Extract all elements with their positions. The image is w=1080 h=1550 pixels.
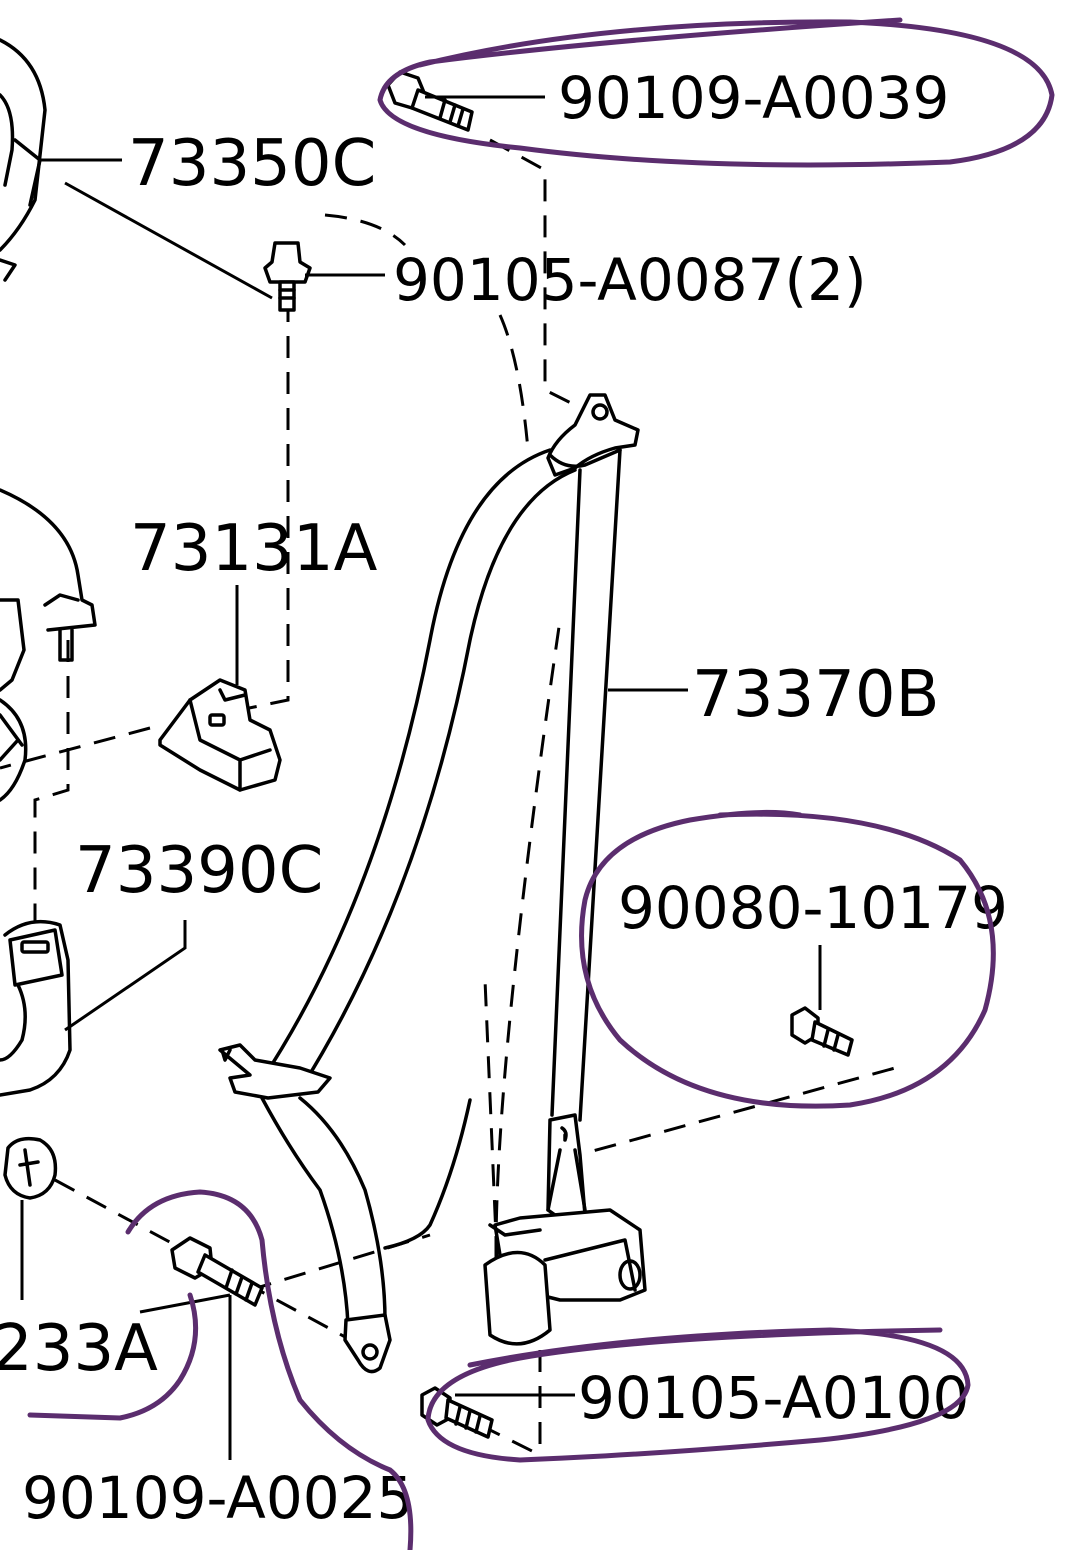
seat-side-hardware — [0, 488, 97, 802]
circle-mark-90080-10179 — [579, 809, 996, 1109]
label-90080-10179: 90080-10179 — [618, 874, 1008, 942]
annotation-circles — [27, 17, 1055, 1550]
screw-90080-10179 — [790, 1006, 854, 1057]
seatbelt-guide-upper — [0, 38, 47, 282]
assembly-dashed-lines — [0, 138, 896, 1460]
shoulder-belt-assembly — [218, 393, 647, 1374]
bolt-90109-a0039 — [386, 70, 474, 132]
label-73350c: 73350C — [128, 127, 376, 201]
floor-anchor-plate — [3, 1136, 58, 1200]
label-73370b: 73370B — [692, 658, 940, 732]
label-90105-a0100: 90105-A0100 — [578, 1364, 969, 1432]
circle-mark-90109-a0039 — [377, 17, 1055, 168]
leader-lines — [20, 95, 822, 1460]
bolt-90109-a0025 — [170, 1236, 264, 1307]
label-233a: 233A — [0, 1312, 158, 1386]
label-90109-a0039: 90109-A0039 — [558, 64, 949, 132]
bolt-90105-a0087 — [263, 241, 312, 312]
buckle-73390c — [0, 919, 72, 1097]
label-73390c: 73390C — [75, 834, 323, 908]
bracket-73131a — [158, 678, 282, 792]
circle-mark-90109-a0025 — [27, 1189, 414, 1550]
circle-mark-90105-a0100 — [425, 1327, 971, 1463]
label-90109-a0025: 90109-A0025 — [22, 1464, 413, 1532]
label-90105-a0087: 90105-A0087(2) — [393, 246, 867, 314]
label-73131a: 73131A — [130, 512, 378, 586]
